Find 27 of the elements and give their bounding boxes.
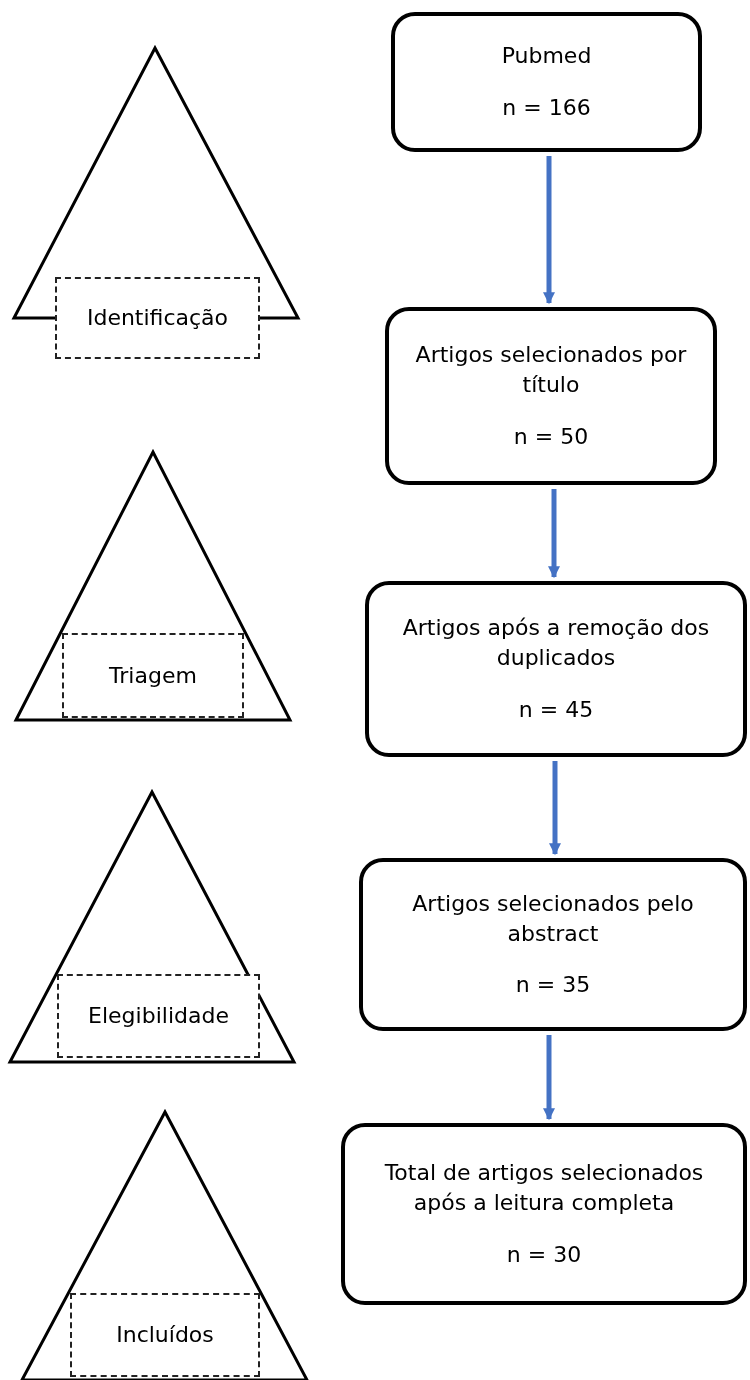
box-title: Pubmed <box>501 42 592 71</box>
box-title: Artigos após a remoção dos duplicados <box>401 614 711 673</box>
arrow <box>549 761 561 856</box>
stage-label-box <box>57 974 260 1058</box>
count-text: n = 30 <box>506 1240 582 1269</box>
box-title: Artigos selecionados pelo abstract <box>411 889 695 948</box>
arrow <box>543 1035 555 1121</box>
process-box <box>365 581 747 757</box>
process-box <box>359 858 747 1031</box>
stage-label-box <box>55 277 260 359</box>
process-box <box>385 307 717 485</box>
box-title: Elegibilidade <box>88 1002 229 1031</box>
box-title: Identificação <box>86 304 229 333</box>
box-title: Total de artigos selecionados após a leitura completa <box>383 1159 705 1218</box>
process-box <box>341 1123 747 1305</box>
count-text: n = 50 <box>513 422 589 451</box>
count-text: n = 45 <box>518 695 594 724</box>
count-text: n = 166 <box>502 94 591 122</box>
process-box <box>391 12 702 152</box>
stage-label-box <box>70 1293 260 1377</box>
count-text: n = 35 <box>515 971 591 1000</box>
arrow <box>543 156 555 305</box>
box-title: Artigos selecionados por título <box>414 341 688 400</box>
box-title: Incluídos <box>116 1321 214 1350</box>
box-title: Triagem <box>109 661 197 690</box>
arrow <box>548 489 560 579</box>
stage-label-box <box>62 633 244 718</box>
